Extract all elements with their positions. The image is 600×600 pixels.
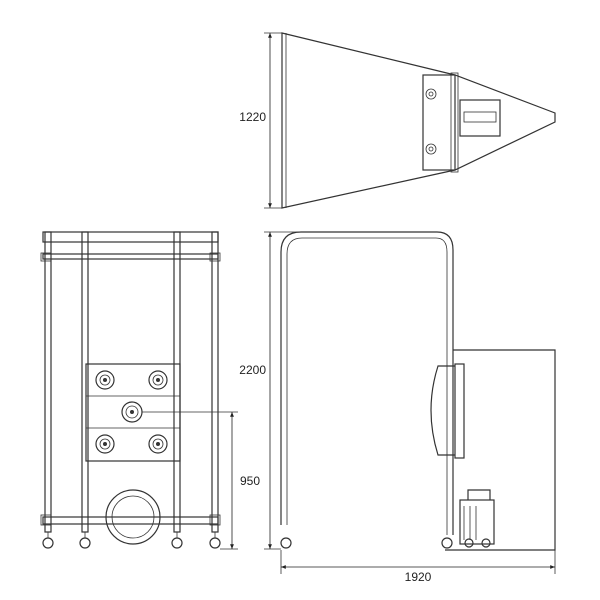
front-left-post bbox=[44, 231, 52, 533]
front-right-post bbox=[211, 231, 219, 533]
front-caster-1 bbox=[42, 532, 54, 549]
top-fan-handle bbox=[463, 111, 497, 123]
front-caster-4 bbox=[209, 532, 221, 549]
front-caster-2 bbox=[79, 532, 91, 549]
front-lower-rail bbox=[42, 516, 219, 525]
side-caster-fan-right bbox=[481, 538, 491, 548]
side-enclosure bbox=[445, 349, 556, 551]
front-caster-3 bbox=[171, 532, 183, 549]
top-view: 1220 bbox=[239, 32, 556, 209]
front-inner-post-left bbox=[81, 231, 89, 533]
side-fan-unit bbox=[459, 489, 495, 545]
dim-label-1220: 1220 bbox=[239, 110, 266, 124]
front-fan-grille bbox=[105, 489, 161, 545]
top-nozzle-upper bbox=[425, 88, 437, 100]
side-plenum-flange bbox=[454, 363, 465, 459]
front-inner-post-right bbox=[173, 231, 181, 533]
dim-label-950: 950 bbox=[240, 474, 260, 488]
top-fan-unit bbox=[459, 99, 501, 137]
top-plenum-box bbox=[422, 74, 456, 171]
side-frame-outer bbox=[280, 231, 454, 535]
side-caster-fan-left bbox=[464, 538, 474, 548]
side-caster-right bbox=[441, 537, 453, 549]
front-view: 950 bbox=[40, 231, 260, 550]
dim-label-2200: 2200 bbox=[239, 363, 266, 377]
side-caster-left bbox=[280, 537, 292, 549]
front-nozzle-center bbox=[121, 401, 143, 423]
front-top-rail bbox=[42, 231, 219, 243]
side-frame-inner bbox=[286, 237, 448, 535]
top-plenum-flange bbox=[450, 72, 459, 173]
front-nozzle-top-right bbox=[148, 370, 168, 390]
side-view: 2200 1920 bbox=[239, 231, 556, 584]
dim-label-1920: 1920 bbox=[405, 570, 432, 584]
top-nozzle-lower bbox=[425, 143, 437, 155]
front-nozzle-panel bbox=[85, 363, 181, 462]
front-nozzle-bottom-left bbox=[95, 434, 115, 454]
front-upper-rail bbox=[42, 253, 219, 260]
front-nozzle-bottom-right bbox=[148, 434, 168, 454]
top-hood-outline bbox=[281, 32, 556, 209]
front-nozzle-top-left bbox=[95, 370, 115, 390]
side-nozzle-hood bbox=[430, 365, 455, 456]
